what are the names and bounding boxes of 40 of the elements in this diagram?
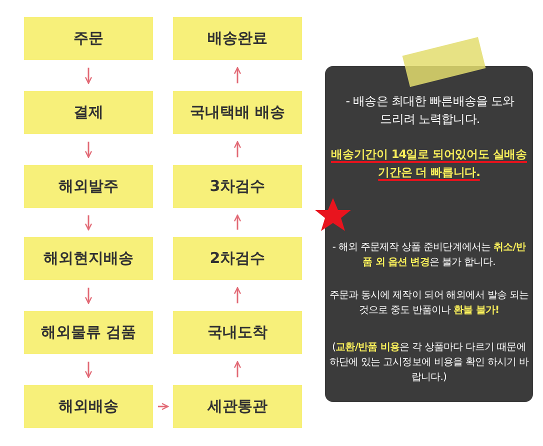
step-label: 3차검수	[210, 177, 266, 196]
note-text: (교환/반품 비용은 각 상품마다 다르기 때문에 하단에 있는 고시정보에 비용을 확인 하시기 바랍니다.)	[329, 341, 529, 385]
process-box	[173, 91, 302, 134]
step-label: 결제	[74, 103, 104, 122]
process-box	[24, 385, 153, 428]
process-box	[173, 311, 302, 354]
arrow	[234, 214, 242, 230]
process-box	[173, 17, 302, 60]
arrow	[234, 361, 242, 378]
step-label: 국내도착	[208, 323, 268, 342]
step-label: 주문	[74, 29, 104, 48]
step-label: 배송완료	[208, 29, 268, 48]
process-box	[24, 311, 153, 354]
arrow	[234, 287, 242, 304]
note-text: - 해외 주문제작 상품 준비단계에서는 취소/반품 외 옵션 변경은 불가 합니다.	[331, 241, 527, 270]
step-label: 세관통관	[208, 397, 268, 416]
step-label: 해외배송	[58, 397, 118, 416]
process-box	[173, 237, 302, 280]
step-label: 해외발주	[58, 177, 118, 196]
step-label: 2차검수	[210, 249, 266, 268]
step-label: 해외현지배송	[44, 249, 134, 268]
highlight-note: 배송기간이 14일로 되어있어도 실배송 기간은 더 빠릅니다.	[330, 146, 528, 181]
process-box	[24, 165, 153, 208]
arrow	[84, 142, 92, 158]
arrow	[84, 215, 92, 230]
arrow	[234, 141, 242, 158]
arrow	[84, 68, 92, 84]
note-text: - 배송은 최대한 빠른배송을 도와드리려 노력합니다.	[345, 93, 515, 128]
process-box	[24, 237, 153, 280]
arrow	[158, 402, 169, 410]
step-label: 해외물류 검품	[40, 323, 136, 342]
arrow	[84, 362, 92, 378]
process-box	[24, 91, 153, 134]
note-text: 주문과 동시에 제작이 되어 해외에서 발송 되는것으로 중도 반품이나 환불 불가!	[329, 289, 529, 318]
arrow	[84, 288, 92, 304]
step-label: 국내택배 배송	[190, 103, 286, 122]
arrow	[234, 67, 242, 84]
process-box	[173, 165, 302, 208]
process-box	[173, 385, 302, 428]
process-box	[24, 17, 153, 60]
